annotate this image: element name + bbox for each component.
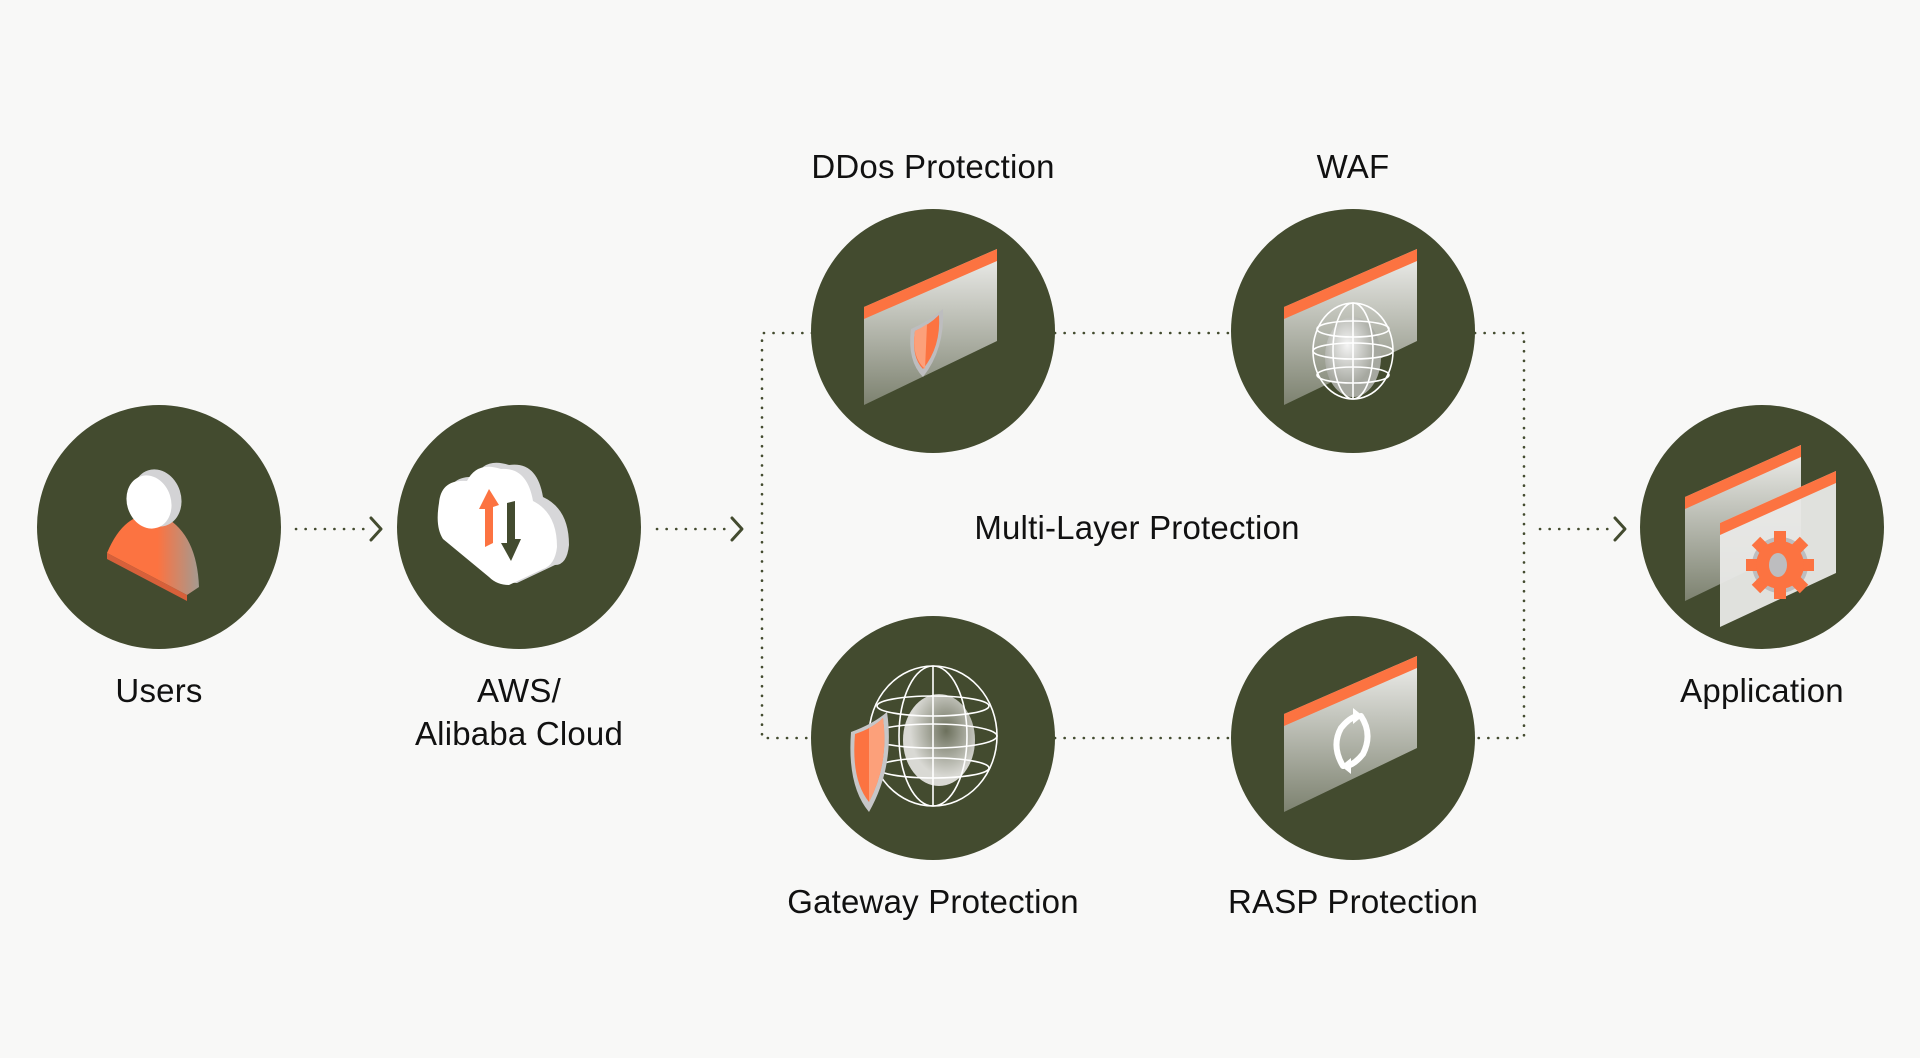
node-gateway [811, 616, 1055, 860]
group-title: Multi-Layer Protection [974, 509, 1300, 546]
label-gateway: Gateway Protection [787, 883, 1079, 920]
label-application: Application [1680, 672, 1844, 709]
node-rasp [1231, 616, 1475, 860]
cloud-transfer-icon [437, 462, 569, 585]
node-users [37, 405, 281, 649]
globe-window-icon [1284, 249, 1417, 405]
user-icon [107, 469, 199, 601]
label-ddos: DDos Protection [811, 148, 1055, 185]
group-bracket-right [1473, 331, 1526, 740]
label-rasp: RASP Protection [1227, 883, 1479, 920]
app-gear-icon [1685, 445, 1836, 627]
label-waf: WAF [1316, 148, 1390, 185]
label-cloud-line1: AWS/ [477, 672, 561, 709]
node-application [1640, 405, 1884, 649]
label-cloud-line2: Alibaba Cloud [414, 715, 624, 752]
shield-window-icon [864, 249, 997, 405]
node-cloud [397, 405, 641, 649]
arrow-head-group-app [1613, 516, 1627, 542]
arrow-head-cloud-group [730, 516, 744, 542]
shield-globe-icon [850, 665, 998, 812]
sync-window-icon [1284, 656, 1417, 812]
node-ddos [811, 209, 1055, 453]
arrow-head-users-cloud [369, 516, 383, 542]
label-users: Users [115, 672, 203, 709]
node-waf [1231, 209, 1475, 453]
group-bracket-left [760, 331, 814, 740]
